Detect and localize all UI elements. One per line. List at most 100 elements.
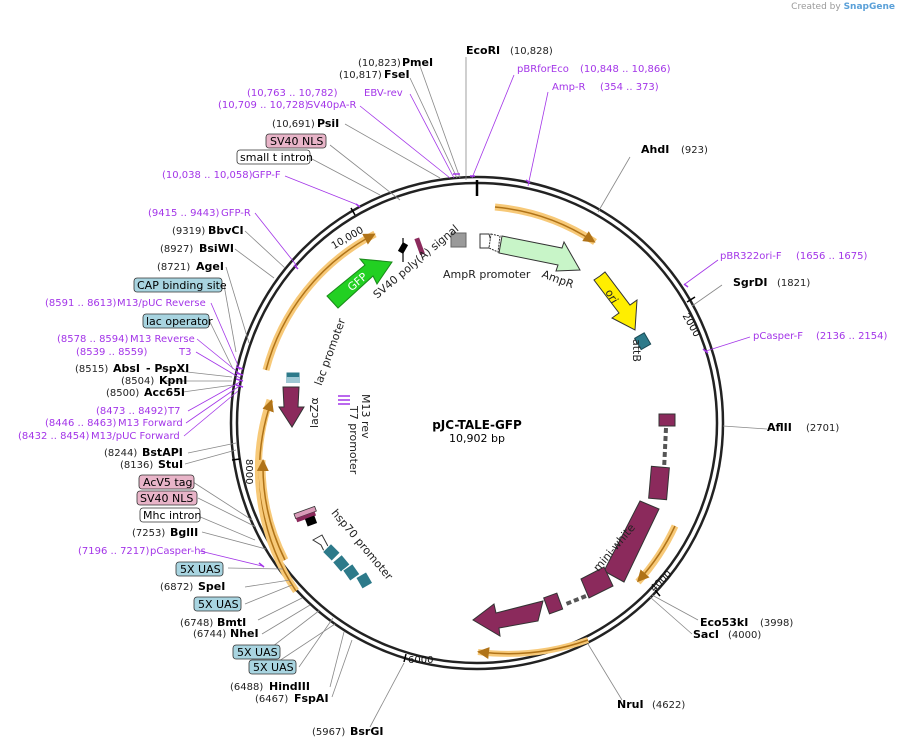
site-aflii-pos: (2701)	[806, 423, 839, 434]
attb-label: attB	[630, 339, 643, 362]
site-bsrgi-name: BsrGI	[350, 725, 383, 738]
tick-4000-label: 4000	[649, 569, 675, 595]
tick-10000	[350, 207, 356, 216]
site-ahdi-name: AhdI	[641, 143, 669, 156]
site-nrui-name: NruI	[617, 698, 644, 711]
primer-ampr-range: (354 .. 373)	[600, 82, 659, 93]
box-lac-operator-label: lac operator	[146, 315, 213, 328]
mini-white-piece-5	[543, 592, 564, 615]
primer-pcasperhs-name: pCasper-hs	[150, 546, 206, 557]
tick-6000	[403, 653, 407, 663]
site-agei-name: AgeI	[196, 260, 224, 273]
snapgene-logo: SnapGene	[843, 2, 895, 12]
primer-m13pucrev-name: M13/pUC Reverse	[117, 298, 206, 309]
box-uas-4	[248, 659, 297, 675]
tick-8000	[231, 458, 241, 461]
site-nrui-pos: (4622)	[652, 700, 685, 711]
site-fspai-name: FspAI	[294, 692, 329, 705]
site-pspxi-name: - PspXI	[146, 362, 189, 375]
primer-sv40par-range: (10,709 .. 10,728)	[218, 100, 309, 111]
site-fsei-name: FseI	[384, 68, 410, 81]
site-eco53ki-name: Eco53kI	[700, 616, 748, 629]
site-acc65i-pos: (8500)	[106, 388, 139, 399]
m13rev-label: M13 rev	[359, 394, 372, 439]
box-cap-site-label: CAP binding site	[137, 279, 227, 292]
site-pmei-pos: (10,823)	[358, 58, 401, 69]
t7-marks	[338, 395, 350, 405]
site-ahdi-pos: (923)	[681, 145, 708, 156]
leader-lines	[159, 57, 768, 728]
box-uas-1-label: 5X UAS	[180, 563, 221, 576]
primer-m13pucfwd-range: (8432 .. 8454)	[18, 431, 90, 442]
box-lac-operator	[142, 313, 210, 329]
box-small-t-intron	[236, 149, 311, 165]
primer-gfpr-name: GFP-R	[221, 208, 251, 219]
primer-m13rev-range: (8578 .. 8594)	[57, 334, 129, 345]
orf-arc-white2-line	[477, 639, 589, 660]
primer-m13pucrev-range: (8591 .. 8613)	[45, 298, 117, 309]
site-acc65i-name: Acc65I	[144, 386, 185, 399]
site-hindiii-name: HindIII	[269, 680, 310, 693]
box-small-t-intron-label: small t intron	[240, 151, 313, 164]
ori-arrow	[593, 271, 638, 331]
primer-ebvrev-range: (10,763 .. 10,782)	[247, 88, 338, 99]
primer-pcasperf-name: pCasper-F	[753, 331, 803, 342]
primer-pbr322ori-range: (1656 .. 1675)	[796, 251, 868, 262]
tick-4000	[654, 589, 661, 597]
ampr-arrow	[498, 235, 581, 272]
site-stui-name: StuI	[158, 458, 183, 471]
primer-pcasperhs-range: (7196 .. 7217)	[78, 546, 150, 557]
sv40-nls-top-box	[414, 237, 425, 256]
credit-prefix: Created by	[791, 2, 841, 12]
site-hindiii-pos: (6488)	[230, 682, 263, 693]
box-mhc-intron	[139, 507, 201, 523]
site-eco53ki-pos: (3998)	[760, 618, 793, 629]
primer-m13rev-name: M13 Reverse	[130, 334, 195, 345]
primer-pbrforeco-range: (10,848 .. 10,866)	[580, 64, 671, 75]
site-kpni-pos: (8504)	[121, 376, 154, 387]
site-fsei-pos: (10,817)	[339, 70, 382, 81]
primer-leader-lines	[183, 74, 751, 567]
lac-promoter-label: lac promoter	[312, 316, 348, 387]
snapgene-credit: Created by SnapGene	[791, 2, 895, 12]
primer-m13pucfwd-name: M13/pUC Forward	[91, 431, 180, 442]
site-ecori-name: EcoRI	[466, 44, 500, 57]
uas-block-3	[341, 562, 361, 582]
hsp70-label: hsp70 promoter	[329, 507, 396, 583]
t7promoter-label: T7 promoter	[347, 405, 360, 475]
box-acv5-tag-label: AcV5 tag	[143, 476, 192, 489]
site-bstapi-pos: (8244)	[104, 448, 137, 459]
ampr-promoter-label: AmpR promoter	[443, 268, 531, 281]
primer-pcasperf-range: (2136 .. 2154)	[816, 331, 888, 342]
primer-m13fwd-name: M13 Forward	[118, 418, 183, 429]
primer-ampr-name: Amp-R	[552, 82, 586, 93]
site-pmei-name: PmeI	[402, 56, 433, 69]
lacza-label: lacZα	[308, 397, 321, 428]
site-nhei-name: NheI	[230, 627, 259, 640]
site-ecori-pos: (10,828)	[510, 46, 553, 57]
tick-2000	[686, 296, 696, 303]
tick-6000-label: 6000	[408, 655, 433, 666]
site-agei-pos: (8721)	[157, 262, 190, 273]
primer-m13fwd-range: (8446 .. 8463)	[45, 418, 117, 429]
box-sv40nls-top	[265, 133, 327, 149]
mhc-intron-box	[304, 515, 318, 527]
primer-t3-name: T3	[178, 347, 191, 358]
uas-block-4	[355, 571, 374, 590]
site-bbvci-pos: (9319)	[172, 226, 205, 237]
mini-white-arrow	[472, 600, 544, 637]
box-uas-3	[232, 644, 281, 660]
site-bsiwi-pos: (8927)	[160, 244, 193, 255]
orf-arc-hsp-line	[256, 459, 286, 561]
box-sv40nls-bottom	[136, 490, 198, 506]
orf-arc-ampr-line	[494, 206, 596, 243]
site-sgrdi-name: SgrDI	[733, 276, 767, 289]
site-bstapi-name: BstAPI	[142, 446, 183, 459]
box-cap-site	[133, 277, 223, 293]
site-spei-pos: (6872)	[160, 582, 193, 593]
gfp-arrow	[326, 258, 393, 309]
site-stui-pos: (8136)	[120, 460, 153, 471]
site-bmti-pos: (6748)	[180, 618, 213, 629]
box-uas-3-label: 5X UAS	[237, 646, 278, 659]
